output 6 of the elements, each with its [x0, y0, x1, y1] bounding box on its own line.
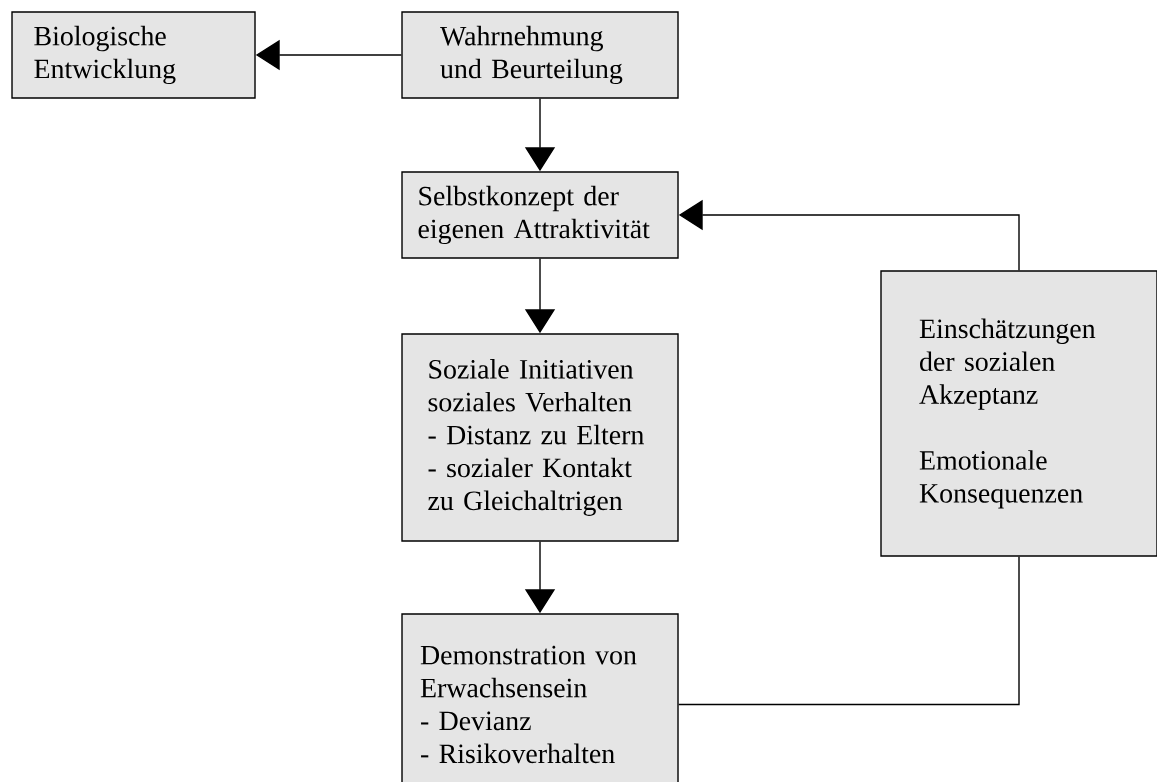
process-box: Soziale Initiativen soziales Verhalten - Distanz zu Eltern - sozialer Kontakt zu Gleichaltrigen	[401, 333, 679, 542]
process-box: Einschätzungen der sozialen Akzeptanz Emotionale Konsequenzen	[880, 270, 1157, 557]
process-box: Biologische Entwicklung	[11, 11, 256, 99]
process-box: Selbstkonzept der eigenen Attraktivität	[401, 171, 679, 259]
process-box: Demonstration von Erwachsensein - Devianz - Risikoverhalten	[401, 613, 679, 782]
process-box: Wahrnehmung und Beurteilung	[401, 11, 679, 99]
